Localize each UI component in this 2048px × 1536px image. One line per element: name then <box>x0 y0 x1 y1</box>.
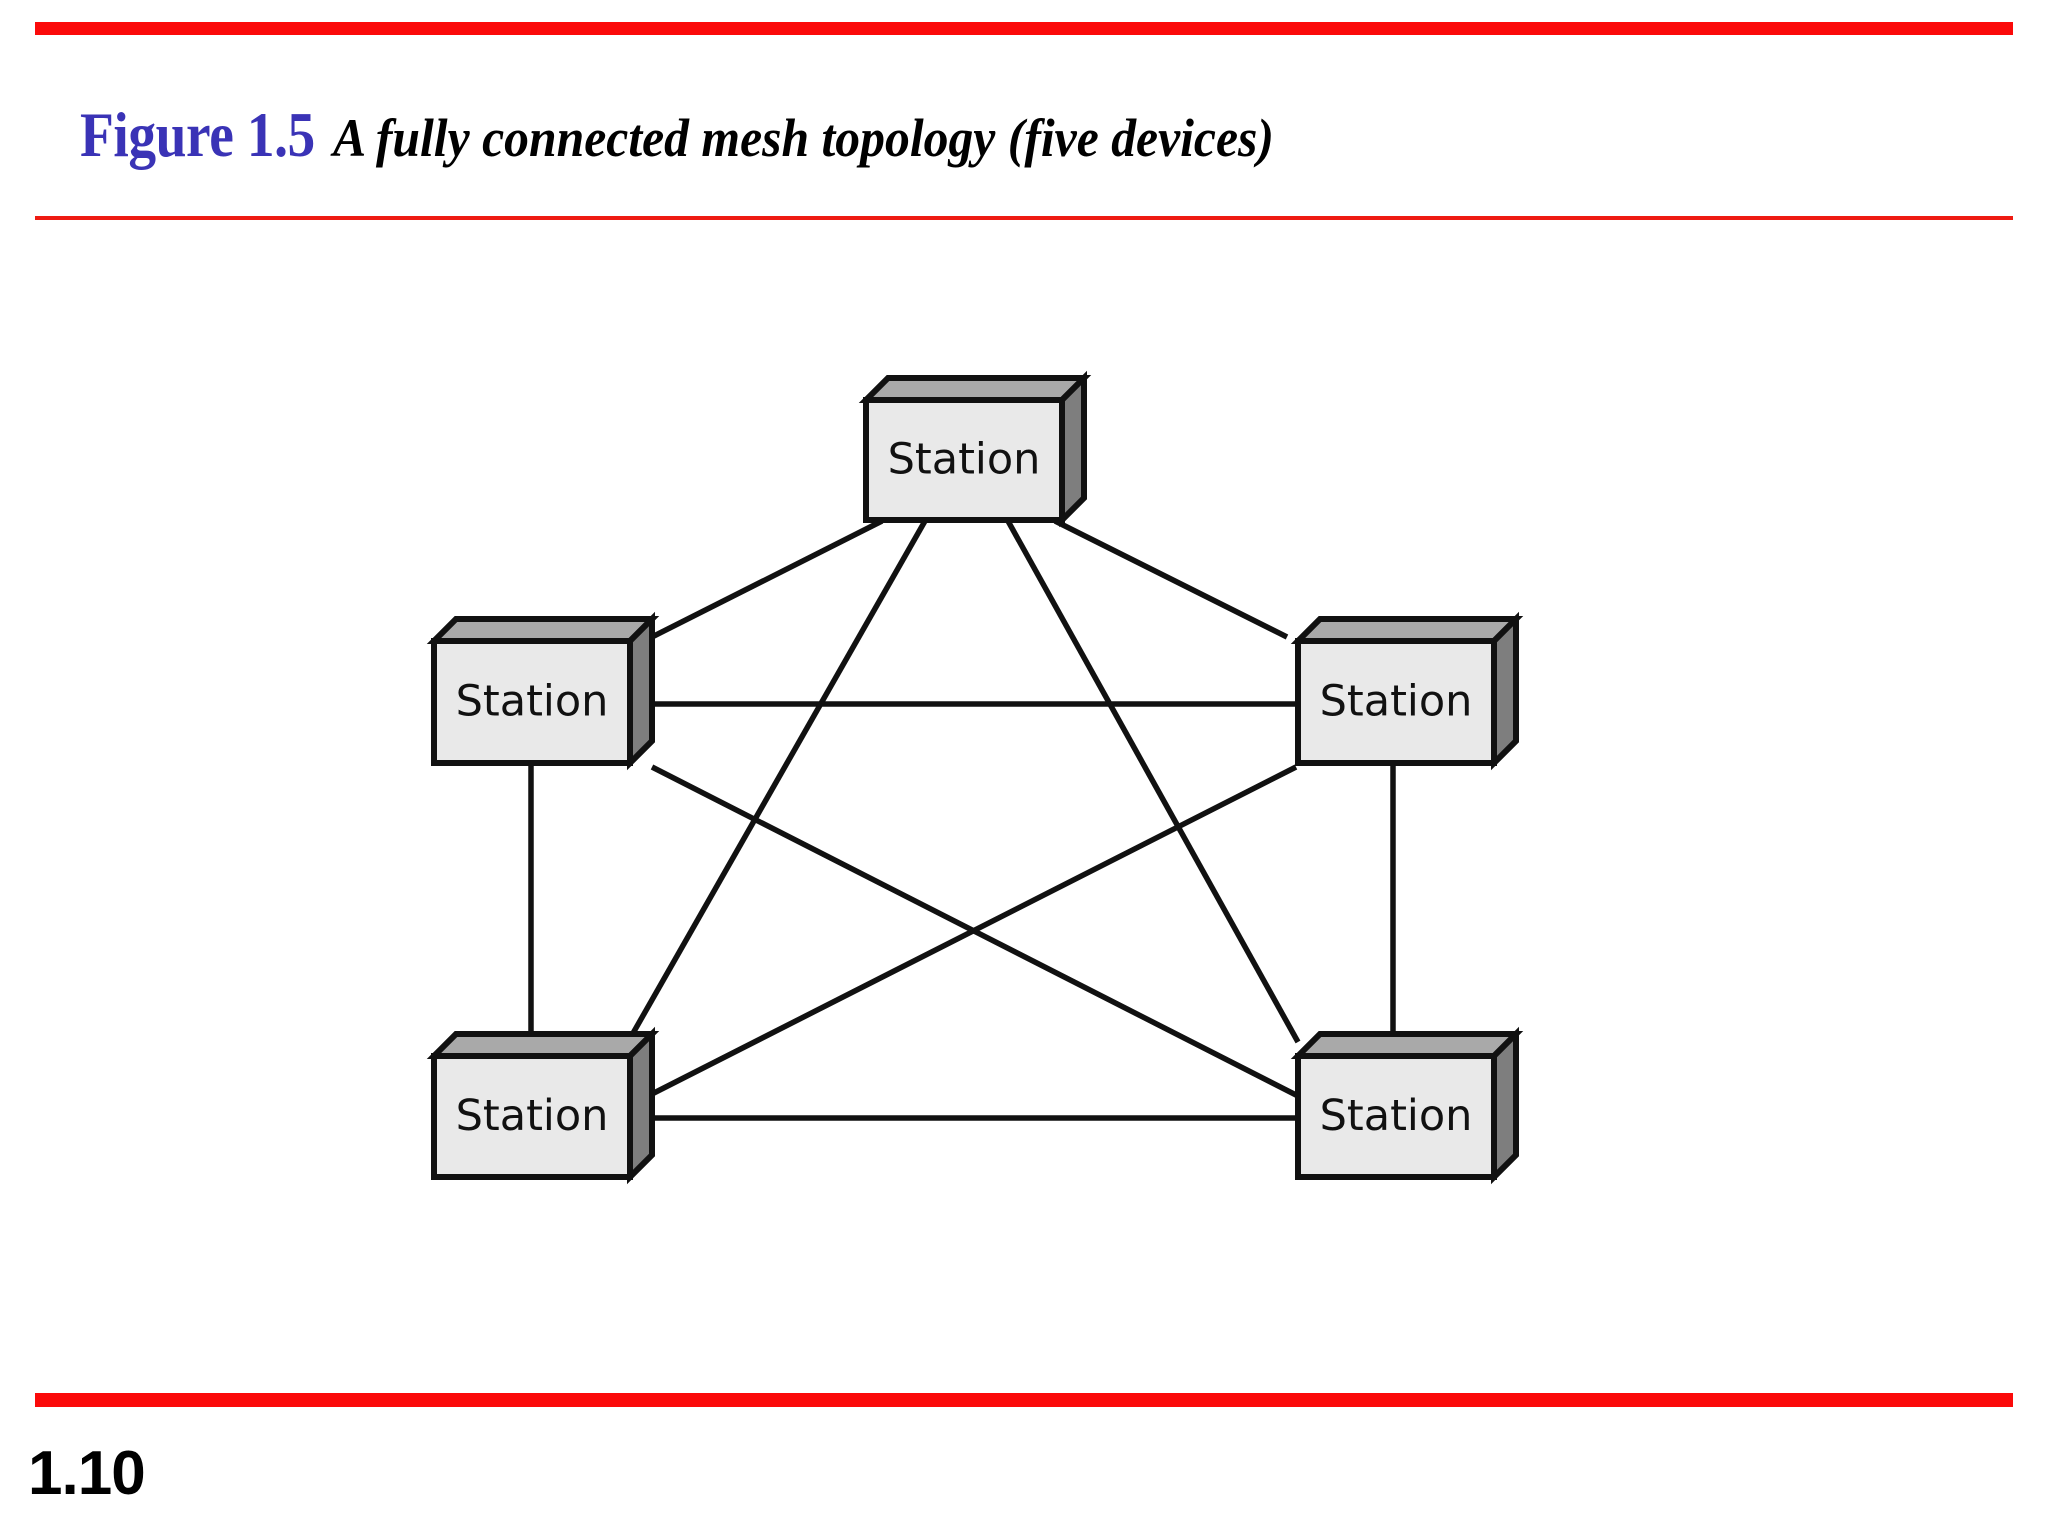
link-top-to-middle-left <box>650 518 884 640</box>
station-box-side-face <box>627 1026 655 1185</box>
top-accent-rule <box>35 22 2013 35</box>
station-box-top-face <box>426 616 660 644</box>
station-node-bottom-right[interactable]: Station <box>1290 1026 1524 1185</box>
station-label: Station <box>456 677 609 727</box>
station-box-side-face <box>1059 370 1087 528</box>
station-box-side-face <box>1491 1026 1519 1185</box>
station-box-top-face <box>858 375 1092 403</box>
station-label: Station <box>1320 1091 1473 1141</box>
page-number: 1.10 <box>28 1439 146 1508</box>
figure-caption-label: A fully connected mesh topology (five de… <box>333 108 1275 168</box>
station-node-middle-right[interactable]: Station <box>1290 611 1524 771</box>
station-box-front-face <box>431 1053 633 1180</box>
station-node-top[interactable]: Station <box>858 370 1092 528</box>
link-top-to-bottom-right <box>1005 519 1301 1044</box>
station-box-front-face <box>431 638 633 766</box>
station-node-bottom-left[interactable]: Station <box>426 1026 660 1185</box>
link-middle-right-to-bottom-left <box>646 764 1298 1099</box>
station-box-side-face <box>627 611 655 771</box>
station-box-front-face <box>1295 1053 1497 1180</box>
bottom-accent-rule <box>35 1393 2013 1407</box>
title-divider-rule <box>35 216 2013 220</box>
link-top-to-middle-right <box>1053 518 1289 640</box>
station-box-side-face <box>1491 611 1519 771</box>
station-label: Station <box>456 1091 609 1141</box>
link-middle-left-to-bottom-right <box>650 764 1300 1099</box>
station-box-top-face <box>426 1031 660 1059</box>
link-top-to-bottom-left <box>625 519 928 1044</box>
station-node-middle-left[interactable]: Station <box>426 611 660 771</box>
figure-title: Figure 1.5 A fully connected mesh topolo… <box>80 104 1356 167</box>
station-label: Station <box>1320 677 1473 727</box>
figure-number-label: Figure 1.5 <box>80 100 315 170</box>
links-layer <box>528 518 1396 1121</box>
station-box-front-face <box>863 397 1065 523</box>
station-box-front-face <box>1295 638 1497 766</box>
station-box-top-face <box>1290 616 1524 644</box>
station-label: Station <box>888 435 1041 485</box>
station-box-top-face <box>1290 1031 1524 1059</box>
